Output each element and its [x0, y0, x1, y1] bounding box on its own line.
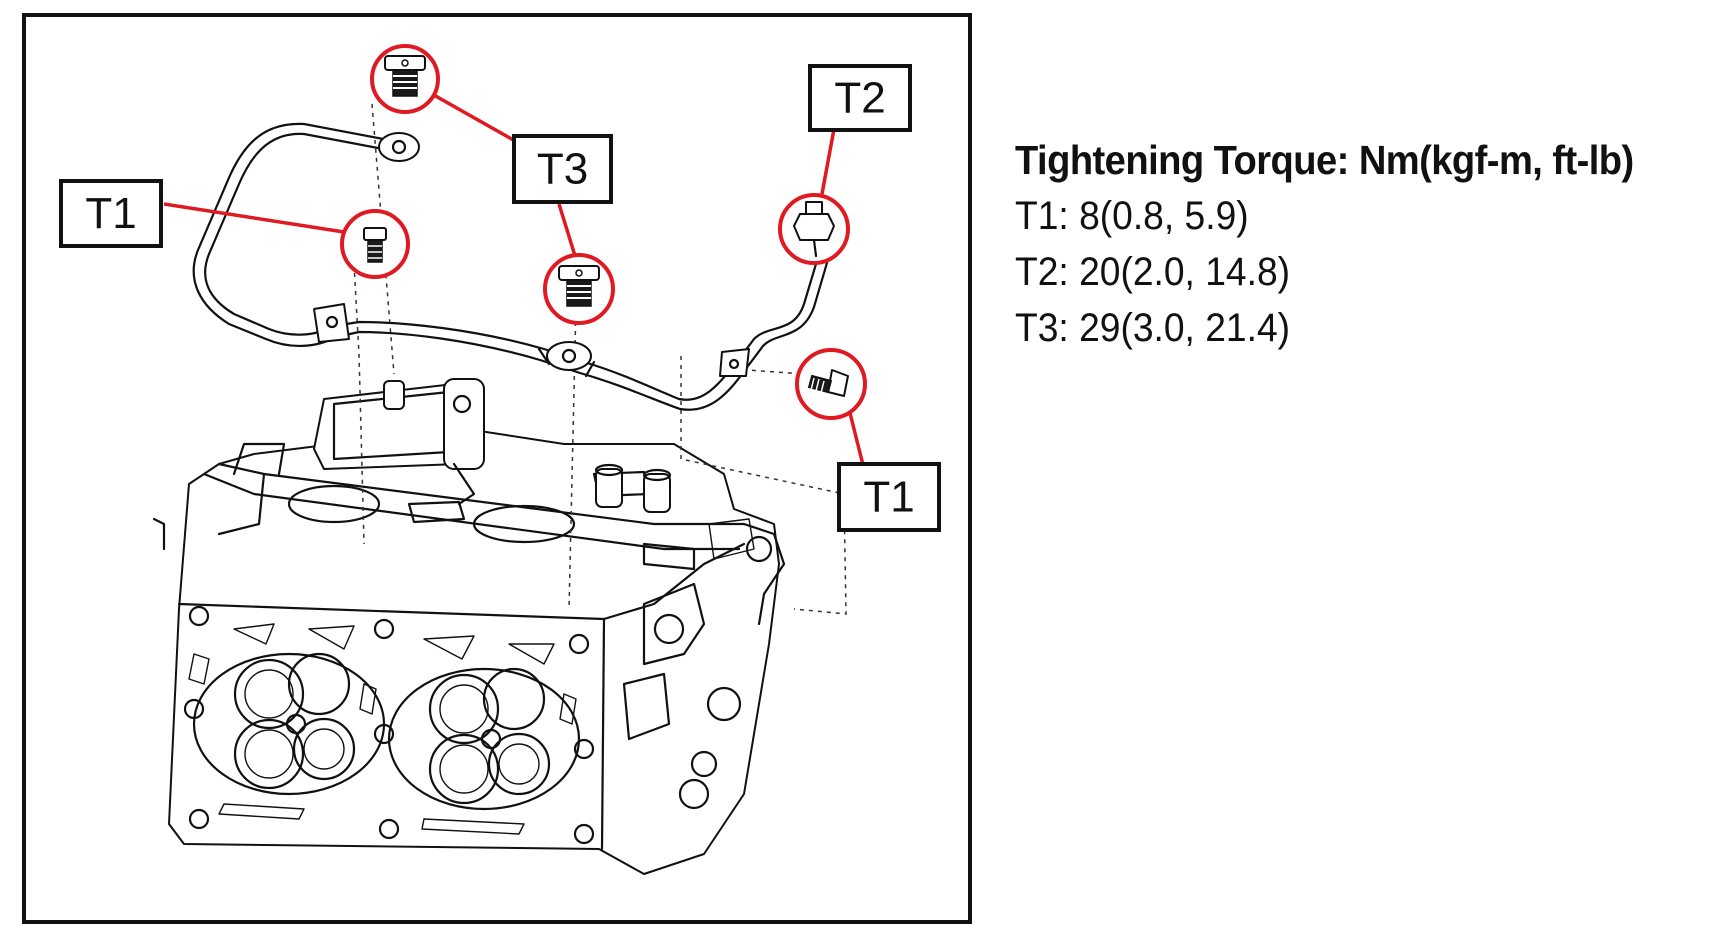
callout-t2: [778, 128, 850, 265]
combustion-chamber-right: [387, 667, 581, 811]
label-t2-box: T2: [808, 64, 912, 132]
torque-row-t1: T1: 8(0.8, 5.9): [1015, 194, 1249, 238]
flange-bolt-icon: [807, 369, 849, 397]
label-t2-text: T2: [834, 74, 885, 123]
label-t1-right-text: T1: [863, 473, 914, 522]
cylinder-head-drawing: [152, 378, 786, 875]
coolant-passages: [188, 623, 577, 835]
cylinder-head-oil-pipe-diagram: T3 T1 T2 T1: [59, 44, 941, 875]
flange-bolt-icon: [363, 227, 387, 263]
callout-t3-top: [370, 44, 525, 148]
camshaft-deck: [232, 442, 696, 571]
oil-pipe: [192, 122, 831, 411]
label-t3-box: T3: [512, 134, 613, 204]
torque-row-t3: T3: 29(3.0, 21.4): [1015, 306, 1291, 350]
flare-nut-icon: [793, 201, 835, 258]
torque-row-t2: T2: 20(2.0, 14.8): [1015, 250, 1291, 294]
callout-t1-right: [795, 348, 867, 470]
banjo-bolt-icon: [384, 55, 426, 97]
label-t3-text: T3: [537, 145, 588, 194]
label-t1-right-box: T1: [837, 462, 941, 532]
combustion-chamber-left: [192, 652, 386, 796]
banjo-bolt-icon: [558, 265, 600, 307]
label-t1-left-text: T1: [85, 189, 136, 238]
callout-t3-center: [543, 203, 615, 325]
label-t1-left-box: T1: [59, 179, 163, 248]
torque-spec-heading: Tightening Torque: Nm(kgf-m, ft-lb): [1015, 137, 1634, 183]
diagram-frame: T3 T1 T2 T1: [22, 13, 972, 924]
valve-cover-housing: [313, 378, 485, 506]
head-bolt-holes: [183, 605, 595, 845]
torque-spec-table: Tightening Torque: Nm(kgf-m, ft-lb) T1: …: [1015, 132, 1705, 356]
callout-t1-left: [163, 202, 410, 279]
head-side-features: [622, 518, 773, 810]
